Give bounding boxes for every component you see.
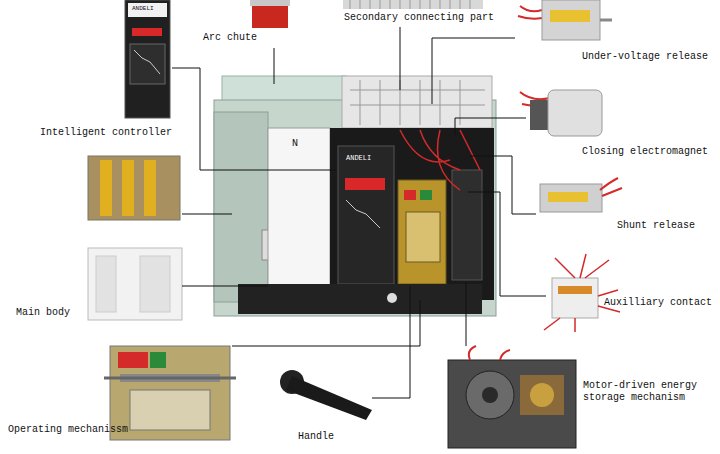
part-label: Main body — [16, 307, 70, 319]
part-label: Arc chute — [203, 32, 257, 44]
part-label: Auxilliary contact — [604, 297, 712, 309]
part-label: Shunt release — [617, 220, 695, 232]
part-label: Under-voltage release — [582, 51, 708, 63]
part-label: Handle — [298, 431, 334, 443]
part-label: Secondary connecting part — [344, 12, 494, 24]
brand-mark: ANDELI — [132, 5, 154, 12]
brand-mark: ANDELI — [346, 154, 371, 162]
pole-mark: N — [292, 138, 298, 150]
part-label: Closing electromagnet — [582, 146, 708, 158]
part-label: Motor-driven energy storage mechanism — [583, 380, 705, 404]
part-label: Operating mechanissm — [8, 424, 128, 436]
part-label: Intelligent controller — [40, 127, 172, 139]
